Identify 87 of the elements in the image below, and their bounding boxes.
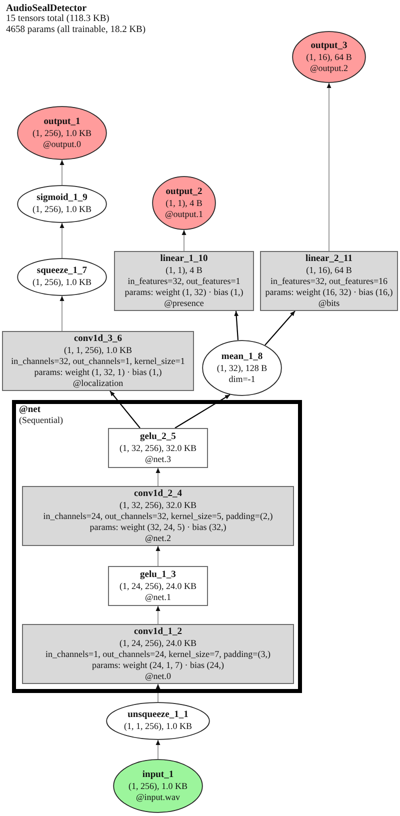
layer-box bbox=[22, 486, 294, 546]
arrow bbox=[264, 310, 296, 346]
node-name: input_1 bbox=[142, 770, 174, 780]
arrow bbox=[156, 546, 160, 566]
operation-ellipse bbox=[17, 185, 107, 223]
node-name: output_2 bbox=[166, 186, 202, 198]
node-detail: (1, 1), 4 B bbox=[166, 198, 202, 208]
layer-box bbox=[2, 331, 194, 391]
operation-ellipse bbox=[17, 258, 107, 296]
arrow bbox=[60, 160, 64, 185]
input-ellipse bbox=[113, 759, 203, 813]
layer-box bbox=[114, 251, 254, 311]
node-detail: @localization bbox=[72, 378, 124, 388]
node-detail: (1, 32, 256), 32.0 KB bbox=[120, 500, 196, 510]
node-detail: params: weight (32, 24, 5) · bias (32,) bbox=[90, 522, 226, 532]
node-detail: in_features=32, out_features=16 bbox=[270, 276, 388, 286]
node-detail: params: weight (1, 32) · bias (1,) bbox=[124, 286, 244, 298]
node-name: conv1d_3_6 bbox=[74, 334, 122, 344]
activation-box bbox=[108, 428, 208, 468]
node-name: linear_2_11 bbox=[306, 254, 352, 264]
node-name: conv1d_1_2 bbox=[134, 626, 182, 638]
node-detail: in_channels=1, out_channels=24, kernel_size=7, padding=(3,) bbox=[46, 648, 270, 660]
node-name: output_3 bbox=[310, 40, 348, 52]
operation-ellipse bbox=[202, 340, 282, 396]
arrow bbox=[174, 394, 230, 428]
node-name: output_1 bbox=[44, 116, 80, 128]
node-detail: @bits bbox=[318, 298, 340, 308]
output-ellipse bbox=[152, 176, 216, 230]
node-detail: dim=-1 bbox=[228, 374, 256, 384]
node-detail: (1, 256), 1.0 KB bbox=[32, 128, 92, 138]
output-ellipse bbox=[17, 106, 107, 160]
node-detail: (1, 256), 1.0 KB bbox=[128, 780, 188, 792]
layer-box bbox=[260, 251, 398, 311]
node-detail: @output.0 bbox=[42, 138, 82, 150]
node-name: conv1d_2_4 bbox=[134, 488, 182, 500]
node-detail: @output.1 bbox=[164, 208, 204, 220]
arrow bbox=[182, 230, 186, 251]
node-name: squeeze_1_7 bbox=[36, 266, 88, 277]
arrow bbox=[156, 740, 160, 759]
node-detail: params: weight (16, 32) · bias (16,) bbox=[265, 286, 393, 298]
node-detail: (1, 24, 256), 24.0 KB bbox=[120, 638, 196, 648]
arrow bbox=[156, 684, 160, 702]
arrow bbox=[156, 468, 160, 486]
arrow bbox=[60, 296, 64, 331]
node-name: gelu_1_3 bbox=[140, 570, 176, 580]
node-detail: @net.2 bbox=[144, 532, 172, 544]
node-detail: in_channels=24, out_channels=32, kernel_size=5, padding=(2,) bbox=[43, 510, 273, 522]
arrow bbox=[60, 223, 64, 258]
node-detail: @presence bbox=[164, 298, 204, 308]
diagram-title: AudioSealDetector bbox=[6, 3, 87, 14]
summary-text: 4658 params (all trainable, 18.2 KB) bbox=[6, 24, 146, 35]
activation-box bbox=[108, 566, 208, 606]
node-name: mean_1_8 bbox=[221, 352, 263, 362]
node-detail: params: weight (24, 1, 7) · bias (24,) bbox=[92, 660, 224, 670]
node-detail: (1, 32), 128 B bbox=[216, 362, 268, 374]
node-detail: in_channels=32, out_channels=1, kernel_size=1 bbox=[11, 356, 185, 366]
arrow bbox=[156, 606, 160, 624]
node-detail: (1, 1, 256), 1.0 KB bbox=[124, 721, 192, 732]
module-group bbox=[12, 400, 302, 693]
node-detail: (1, 256), 1.0 KB bbox=[32, 277, 92, 288]
node-name: unsqueeze_1_1 bbox=[128, 710, 188, 721]
node-detail: @output.2 bbox=[310, 62, 348, 74]
arrow bbox=[234, 310, 239, 340]
node-detail: params: weight (1, 32, 1) · bias (1,) bbox=[34, 366, 162, 378]
arrow bbox=[110, 390, 140, 428]
node-detail: (1, 256), 1.0 KB bbox=[32, 204, 92, 215]
node-detail: (1, 16), 64 B bbox=[306, 52, 352, 62]
node-detail: (1, 16), 64 B bbox=[306, 264, 352, 276]
layer-box bbox=[22, 624, 294, 684]
node-detail: in_features=32, out_features=1 bbox=[128, 276, 240, 286]
group-name: @net bbox=[19, 405, 41, 415]
group-type: (Sequential) bbox=[19, 415, 63, 425]
node-detail: (1, 1, 256), 1.0 KB bbox=[64, 344, 132, 356]
node-name: linear_1_10 bbox=[160, 254, 208, 264]
summary-text: 15 tensors total (118.3 KB) bbox=[6, 14, 110, 24]
output-ellipse bbox=[292, 31, 366, 83]
node-detail: @input.wav bbox=[136, 792, 180, 802]
node-detail: (1, 1), 4 B bbox=[166, 264, 202, 276]
arrow bbox=[326, 83, 332, 251]
node-detail: @net.1 bbox=[144, 592, 172, 602]
node-detail: (1, 32, 256), 32.0 KB bbox=[120, 442, 196, 454]
operation-ellipse bbox=[106, 702, 210, 740]
node-name: gelu_2_5 bbox=[140, 432, 176, 442]
node-name: sigmoid_1_9 bbox=[36, 193, 88, 204]
node-detail: (1, 24, 256), 24.0 KB bbox=[120, 580, 196, 592]
node-detail: @net.0 bbox=[144, 670, 172, 682]
node-detail: @net.3 bbox=[144, 454, 172, 464]
